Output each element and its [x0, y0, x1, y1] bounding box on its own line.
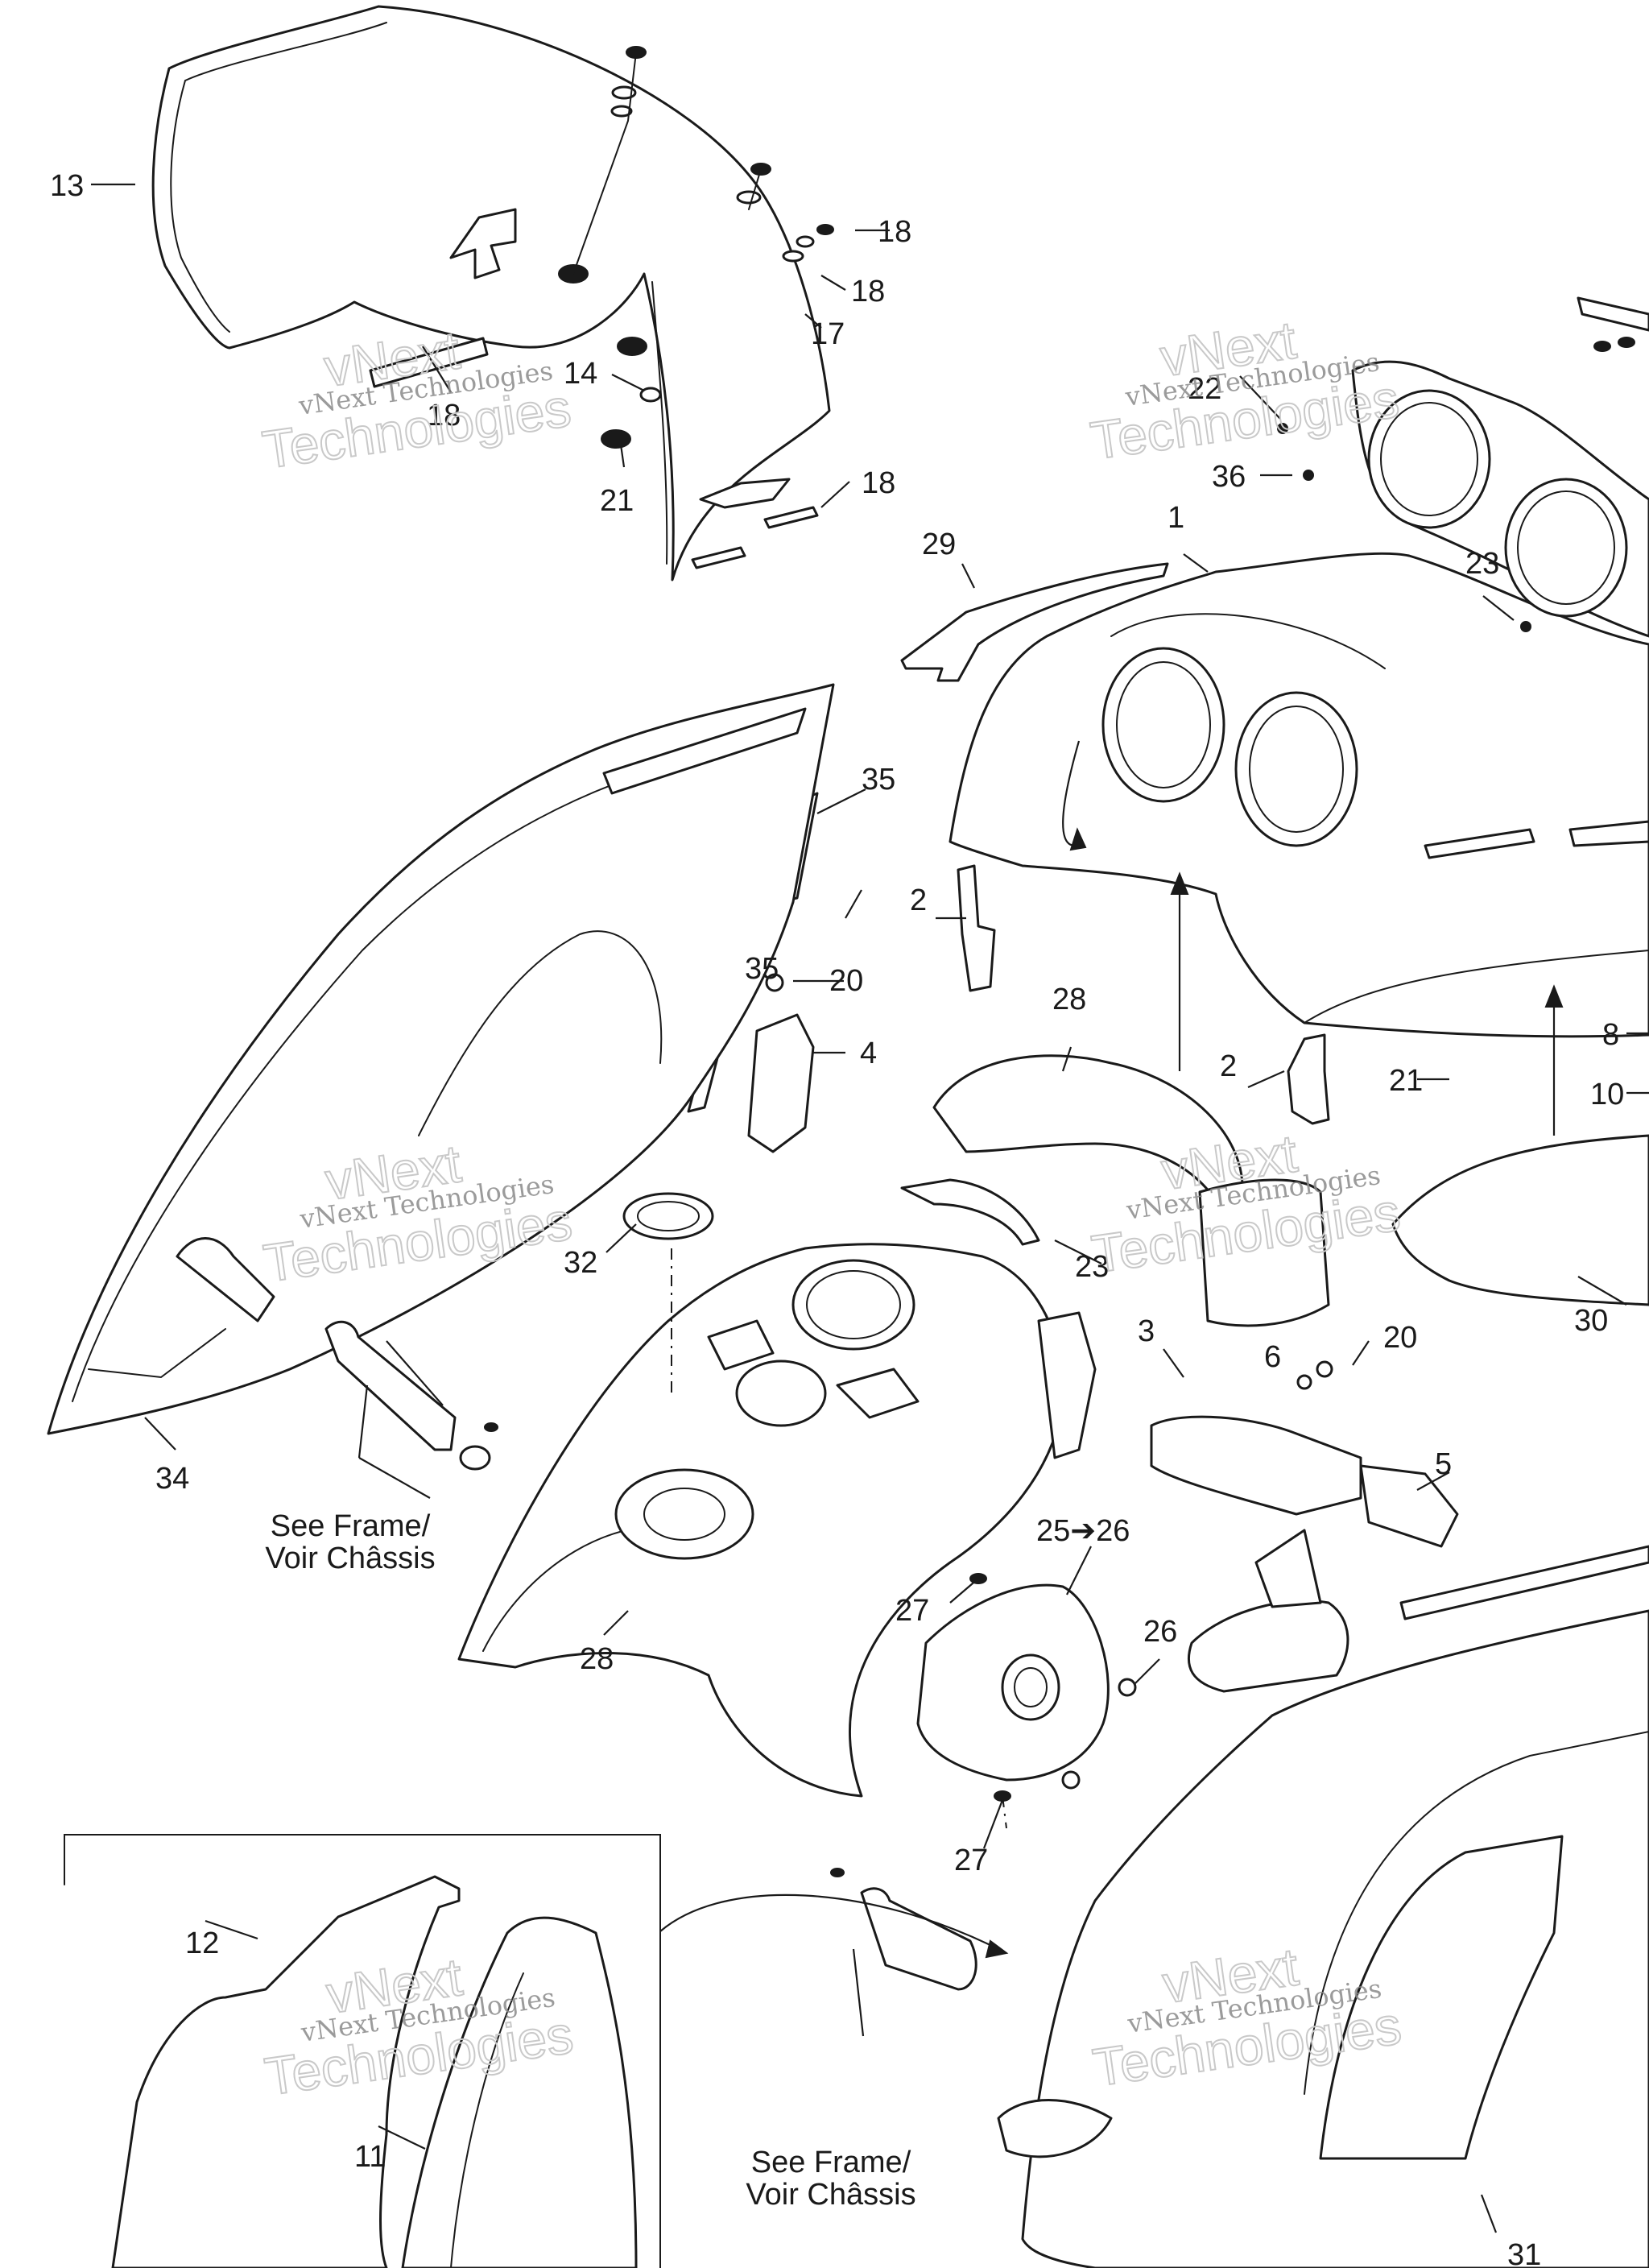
callout-label: 32 [564, 1246, 597, 1280]
windshield-part [151, 5, 831, 581]
callout-label: 31 [1507, 2238, 1541, 2268]
inset-detail [64, 1834, 661, 2268]
callout-label: 20 [1383, 1321, 1417, 1355]
callout-label: 3 [1138, 1314, 1155, 1348]
callout-label: 21 [600, 484, 634, 518]
instrument-cover-part [948, 552, 1649, 1038]
callout-label: 1 [1168, 501, 1184, 535]
svg-text:Voir Châssis: Voir Châssis [746, 2178, 915, 2212]
clip-part [957, 864, 996, 992]
callout-label: 10 [1590, 1078, 1624, 1111]
grip-part [860, 1887, 977, 1991]
center-console-part [457, 1243, 1097, 1798]
callout-label: 26 [1143, 1615, 1177, 1649]
callout-label: 29 [922, 528, 956, 561]
cushion-part [1391, 1134, 1649, 1306]
callout-label: 23 [1465, 547, 1499, 581]
callout-label: 18 [851, 275, 885, 308]
callout-label: 2 [910, 884, 927, 917]
svg-text:See Frame/: See Frame/ [271, 1509, 431, 1543]
callout-label: 18 [862, 466, 895, 500]
callout-label: 18 [427, 399, 461, 432]
callout-label: 18 [878, 215, 911, 249]
callout-label: 4 [860, 1037, 877, 1070]
callout-label: 8 [1602, 1018, 1619, 1052]
callout-label: 25➔26 [1036, 1514, 1130, 1548]
guide-line [1002, 1795, 1007, 1829]
callout-labels: 13 18 18 17 18 14 18 21 29 1 36 22 23 2 … [50, 169, 1624, 2268]
callout-label: 28 [580, 1642, 614, 1676]
gauge-housing-part [1277, 296, 1649, 638]
see-frame-note: See Frame/ Voir Châssis [265, 1509, 435, 1575]
windshield-fasteners [369, 46, 834, 569]
callout-leaders [91, 183, 1649, 2233]
bracket-3-part [1150, 1415, 1362, 1516]
clip-part [1287, 1033, 1330, 1125]
left-side-panel-part [47, 683, 835, 1435]
callout-label: 35 [862, 763, 895, 797]
watermark: vNext Technologies vNext Technologies [1086, 308, 1403, 471]
callout-label: 28 [1052, 983, 1086, 1016]
callout-label: 23 [1075, 1250, 1109, 1284]
callout-label: 12 [185, 1927, 219, 1960]
callout-label: 5 [1435, 1447, 1452, 1481]
callout-label: 6 [1264, 1340, 1281, 1374]
bracket-part [747, 1013, 815, 1153]
svg-text:Voir Châssis: Voir Châssis [265, 1542, 435, 1575]
callout-label: 22 [1188, 372, 1221, 406]
callout-label: 13 [50, 169, 84, 203]
callout-label: 36 [1212, 460, 1246, 494]
screw-part [765, 973, 784, 992]
see-frame-note: See Frame/ Voir Châssis [746, 2146, 915, 2212]
side-trim-part [900, 562, 1169, 682]
callout-label: 14 [564, 357, 597, 391]
assembly-arrows [659, 740, 1564, 1959]
callout-label: 34 [155, 1462, 189, 1496]
cushion-pad-part [1198, 1178, 1330, 1327]
callout-label: 27 [954, 1844, 988, 1877]
callout-label: 27 [895, 1594, 929, 1628]
washer-part [1296, 1374, 1312, 1390]
callout-label: 35 [745, 952, 779, 986]
callout-label: 21 [1389, 1064, 1423, 1098]
vent-part [916, 1573, 1137, 1802]
callout-label: 2 [1220, 1049, 1237, 1083]
clip-24-part [900, 1178, 1040, 1246]
right-fairing-part [997, 1529, 1649, 2268]
bracket-6-part [1359, 1464, 1459, 1548]
grip-part [324, 1320, 457, 1451]
svg-text:See Frame/: See Frame/ [751, 2146, 911, 2179]
callout-label: 11 [354, 2140, 386, 2174]
screw-part [1316, 1360, 1333, 1378]
callout-label: 30 [1574, 1304, 1608, 1338]
watermark: vNext Technologies vNext Technologies [258, 319, 576, 480]
grommet-part [622, 1192, 714, 1240]
callout-label: 17 [811, 317, 845, 351]
callout-label: 20 [829, 964, 863, 998]
